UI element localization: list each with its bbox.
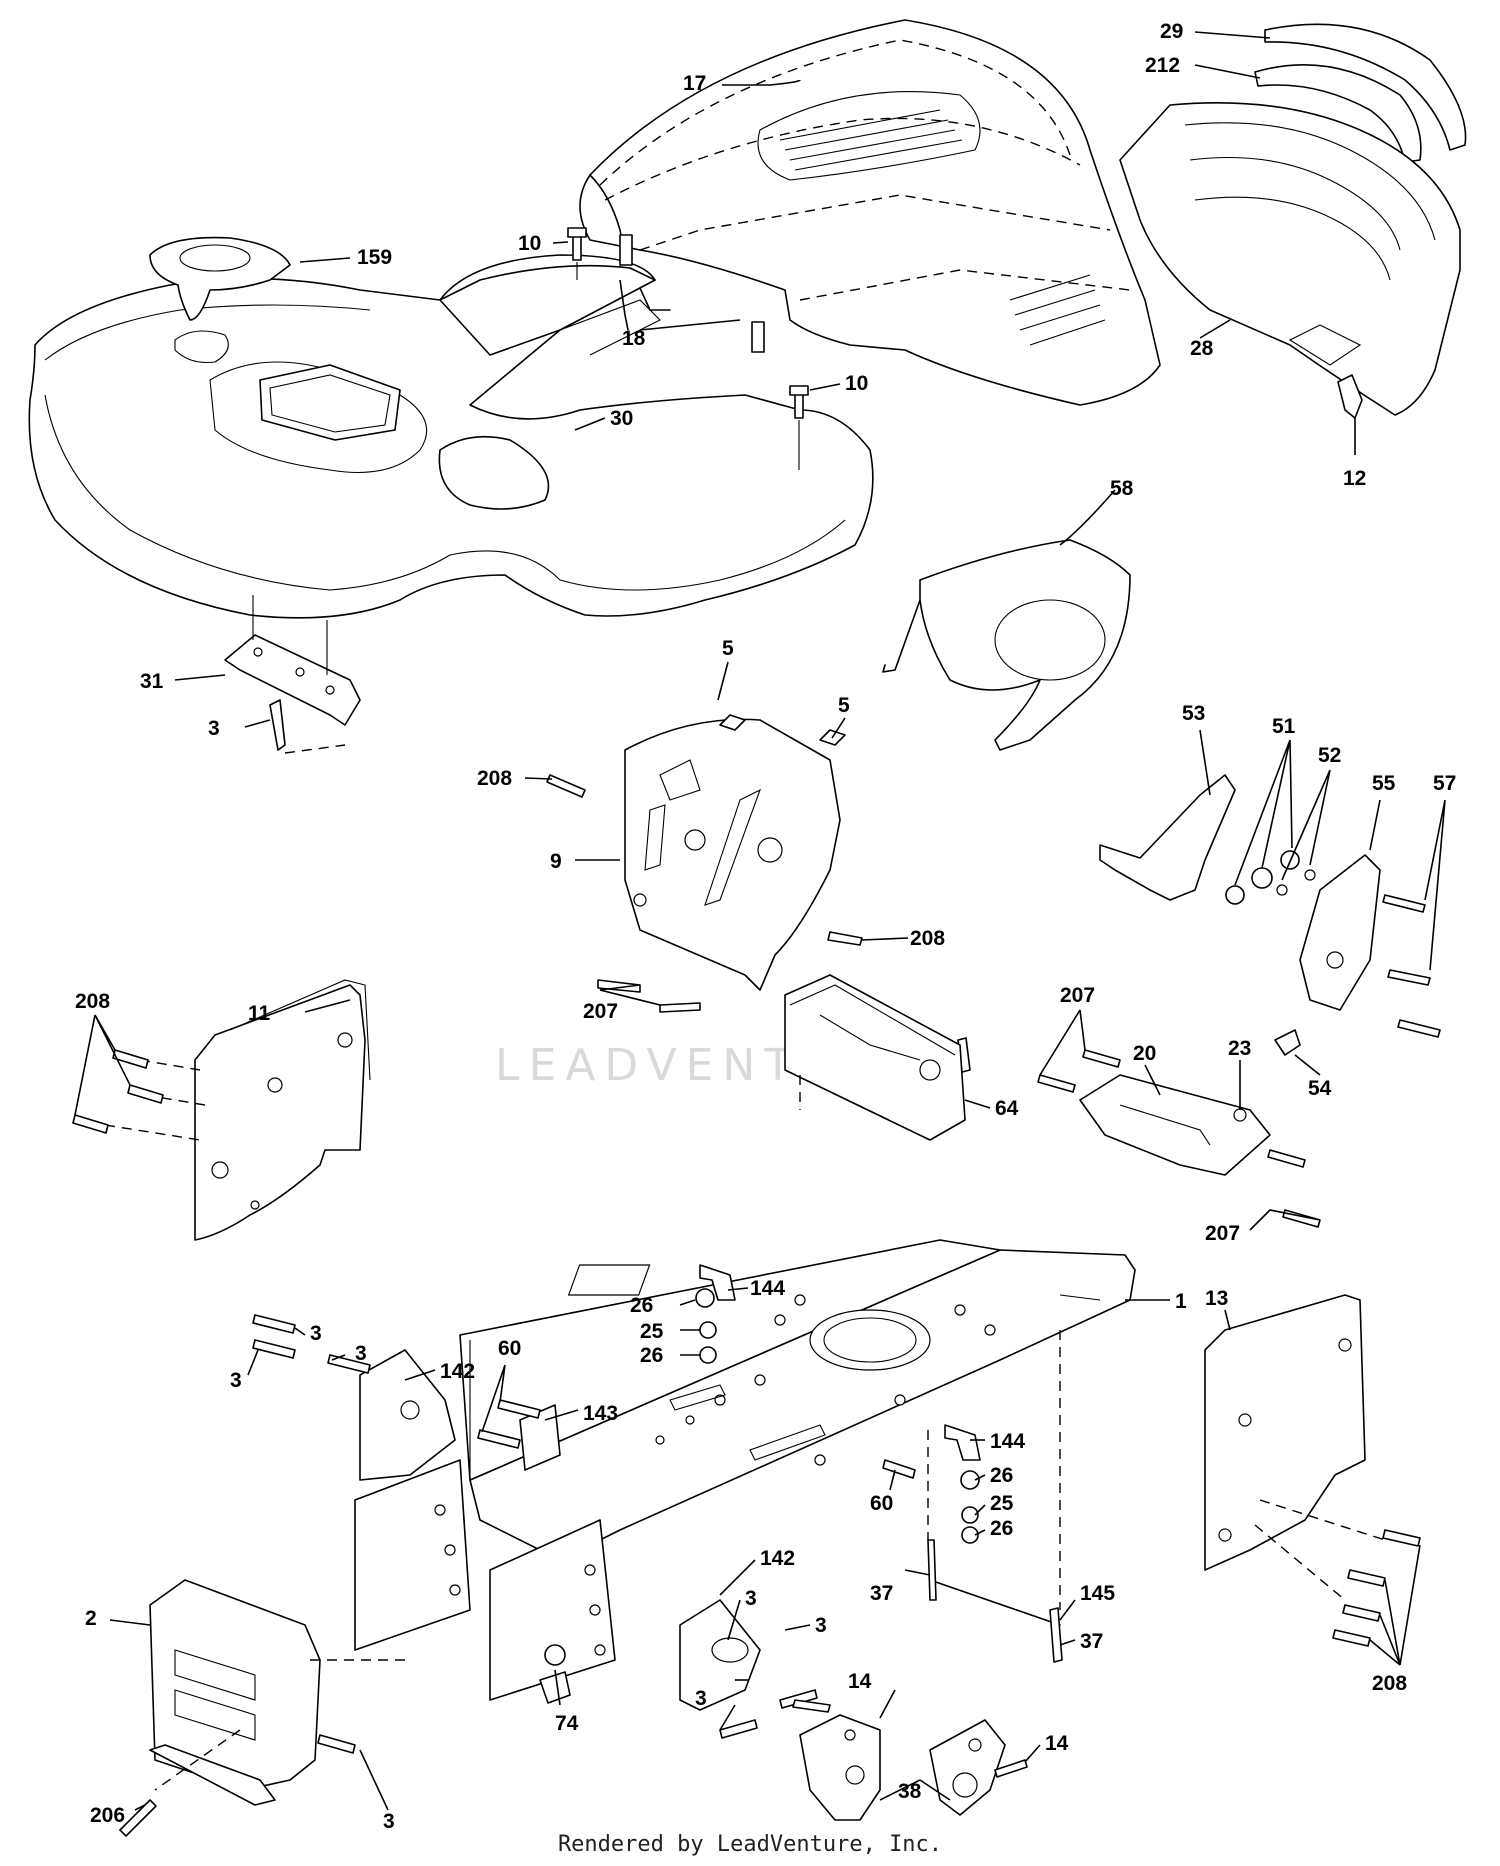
callout-labels: 17 29 212 159 10 18 28 10 30 12 58 31 3 … — [75, 20, 1456, 1833]
spindle-brackets — [792, 1699, 1028, 1821]
dash-panel — [1119, 101, 1461, 416]
callout-60-a: 60 — [498, 1337, 521, 1360]
callout-3-h: 3 — [383, 1810, 395, 1833]
callout-26-a: 26 — [630, 1294, 653, 1317]
callout-2: 2 — [85, 1607, 97, 1630]
callout-55: 55 — [1372, 772, 1396, 795]
callout-14-b: 14 — [1045, 1732, 1069, 1755]
callout-26-c: 26 — [990, 1464, 1013, 1487]
callout-5-b: 5 — [838, 694, 850, 717]
callout-23: 23 — [1228, 1037, 1251, 1060]
seat-bracket — [224, 595, 361, 754]
callout-54: 54 — [1308, 1077, 1332, 1100]
callout-3-d: 3 — [230, 1369, 242, 1392]
side-panel-bolts — [72, 1049, 164, 1134]
callout-3-g: 3 — [695, 1687, 707, 1710]
steering-brackets — [1099, 774, 1381, 1011]
steering-support — [784, 974, 966, 1141]
callout-10-a: 10 — [518, 232, 541, 255]
mower-deflector — [882, 539, 1131, 751]
callout-144-b: 144 — [990, 1430, 1025, 1453]
callout-207-c: 207 — [1205, 1222, 1240, 1245]
callout-25-b: 25 — [990, 1492, 1014, 1515]
callout-145: 145 — [1080, 1582, 1115, 1605]
callout-20: 20 — [1133, 1042, 1156, 1065]
callout-208-b: 208 — [910, 927, 945, 950]
callout-64: 64 — [995, 1097, 1019, 1120]
callout-207-a: 207 — [583, 1000, 618, 1023]
callout-10-b: 10 — [845, 372, 868, 395]
fender-hardware — [567, 227, 809, 470]
callout-53: 53 — [1182, 702, 1205, 725]
callout-74: 74 — [555, 1712, 579, 1735]
callout-208-a: 208 — [477, 767, 512, 790]
callout-38: 38 — [898, 1780, 922, 1803]
callout-25-a: 25 — [640, 1320, 664, 1343]
callout-142-b: 142 — [760, 1547, 795, 1570]
dash-bolts — [546, 774, 971, 1073]
footer-credit: Rendered by LeadVenture, Inc. — [557, 1832, 943, 1857]
callout-208-c: 208 — [75, 990, 110, 1013]
callout-18: 18 — [622, 327, 646, 350]
callout-11: 11 — [248, 1002, 271, 1025]
callout-28: 28 — [1190, 337, 1214, 360]
right-side-panel — [1204, 1294, 1421, 1647]
callout-3-e: 3 — [745, 1587, 757, 1610]
callout-3-a: 3 — [208, 717, 220, 740]
hood — [579, 19, 1161, 406]
leader-lines — [74, 31, 1446, 1811]
front-bracket-bolts — [119, 1644, 566, 1837]
callout-208-d: 208 — [1372, 1672, 1407, 1695]
front-bumper-bracket — [149, 1579, 410, 1806]
callout-143: 143 — [583, 1402, 618, 1425]
dash-mount — [624, 714, 846, 991]
callout-60-b: 60 — [870, 1492, 893, 1515]
cup-holder — [149, 236, 291, 321]
callout-159: 159 — [357, 246, 392, 269]
callout-51: 51 — [1272, 715, 1296, 738]
main-frame — [459, 1239, 1136, 1561]
grille-rails — [1254, 23, 1467, 163]
callout-26-d: 26 — [990, 1517, 1013, 1540]
callout-144-a: 144 — [750, 1277, 785, 1300]
callout-31: 31 — [140, 670, 164, 693]
front-frame-plates — [354, 1349, 761, 1711]
hood-latch — [1337, 374, 1363, 419]
callout-30: 30 — [610, 407, 633, 430]
callout-12: 12 — [1343, 467, 1366, 490]
frame-clips — [695, 1264, 981, 1544]
callout-142-a: 142 — [440, 1360, 475, 1383]
front-bolts — [252, 1314, 818, 1739]
foot-plate — [1037, 1049, 1321, 1228]
steering-hardware — [1225, 850, 1441, 1056]
callout-52: 52 — [1318, 744, 1341, 767]
callout-5-a: 5 — [722, 637, 734, 660]
callout-13: 13 — [1205, 1287, 1228, 1310]
callout-3-c: 3 — [355, 1342, 367, 1365]
callout-212: 212 — [1145, 54, 1180, 77]
callout-14-a: 14 — [848, 1670, 872, 1693]
callout-207-b: 207 — [1060, 984, 1095, 1007]
callout-3-b: 3 — [310, 1322, 322, 1345]
fender — [28, 254, 874, 619]
fender-bridge — [439, 264, 656, 356]
callout-37-a: 37 — [870, 1582, 893, 1605]
callout-17: 17 — [683, 72, 706, 95]
left-side-panel — [104, 979, 371, 1241]
callout-58: 58 — [1110, 477, 1134, 500]
callout-26-b: 26 — [640, 1344, 663, 1367]
callout-57: 57 — [1433, 772, 1456, 795]
callout-29: 29 — [1160, 20, 1183, 43]
callout-9: 9 — [550, 850, 562, 873]
callout-1: 1 — [1175, 1290, 1187, 1313]
callout-37-b: 37 — [1080, 1630, 1103, 1653]
axle-rods — [927, 1330, 1063, 1663]
callout-3-f: 3 — [815, 1614, 827, 1637]
callout-206: 206 — [90, 1804, 125, 1827]
